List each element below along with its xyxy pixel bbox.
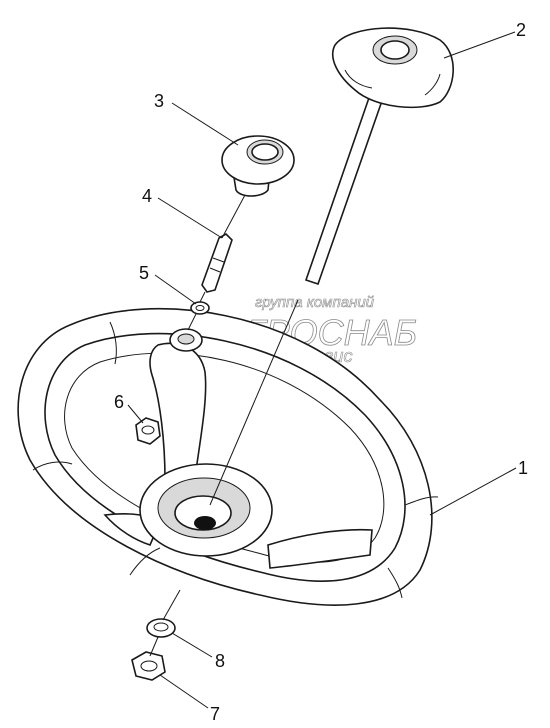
part-5-washer xyxy=(190,301,210,315)
part-3-knob xyxy=(221,135,295,197)
callout-1: 1 xyxy=(518,458,528,478)
callout-8: 8 xyxy=(215,651,225,671)
callout-2: 2 xyxy=(516,20,526,40)
callout-7: 7 xyxy=(210,704,220,724)
leader-lines xyxy=(127,31,517,709)
callout-4: 4 xyxy=(142,186,152,206)
callout-labels: 1 2 3 4 5 6 7 8 xyxy=(114,20,528,724)
part-1-steering-wheel xyxy=(17,307,439,606)
part-7-nut xyxy=(131,651,166,681)
part-8-spring-washer xyxy=(146,618,176,638)
callout-5: 5 xyxy=(139,263,149,283)
part-2-knob-with-rod xyxy=(304,27,454,286)
watermark-line1: группа компаний xyxy=(255,294,375,311)
callout-6: 6 xyxy=(114,392,124,412)
callout-3: 3 xyxy=(154,91,164,111)
part-4-pin xyxy=(201,233,233,293)
axis-lines xyxy=(149,194,299,657)
part-6-nut xyxy=(135,417,161,445)
